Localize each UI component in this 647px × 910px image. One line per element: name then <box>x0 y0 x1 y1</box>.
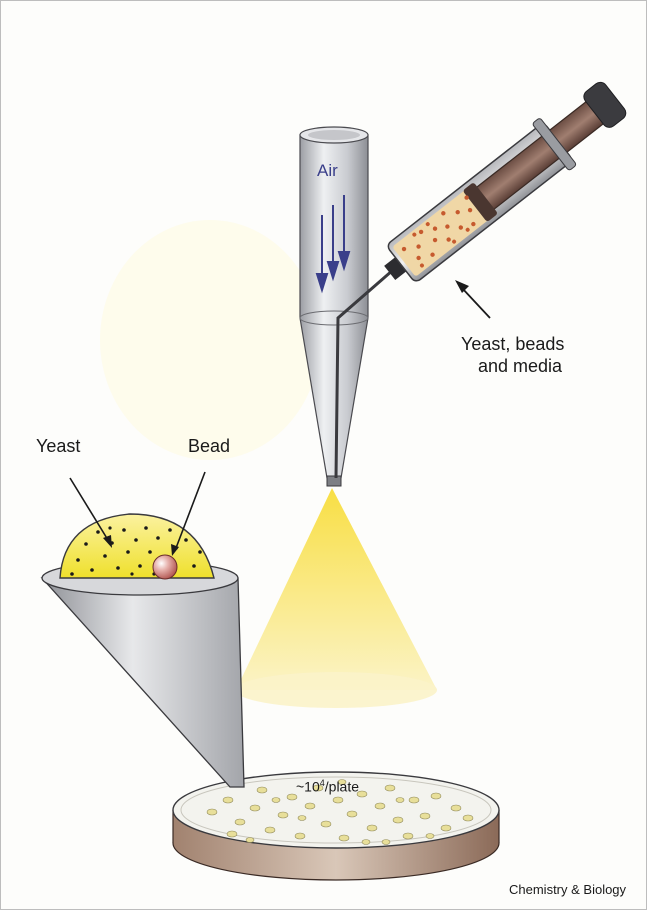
spray-cone-base <box>235 672 437 708</box>
plate-count-suffix: /plate <box>325 779 359 795</box>
syringe <box>371 73 633 296</box>
magnification-cone <box>42 561 244 787</box>
bead-label: Bead <box>188 436 230 457</box>
plate-count-label: ~104/plate <box>296 778 359 795</box>
background-glow <box>100 220 320 460</box>
yeast-label: Yeast <box>36 436 80 457</box>
spray-cone <box>236 488 437 690</box>
bead-sphere <box>153 555 177 579</box>
syringe-label-arrow <box>455 280 490 318</box>
droplet <box>60 514 214 579</box>
syringe-label-line1: Yeast, beads <box>461 334 564 355</box>
plate-count-prefix: ~10 <box>296 779 320 795</box>
syringe-label-line2: and media <box>478 356 562 377</box>
credit-label: Chemistry & Biology <box>509 882 626 897</box>
air-label: Air <box>317 161 338 181</box>
